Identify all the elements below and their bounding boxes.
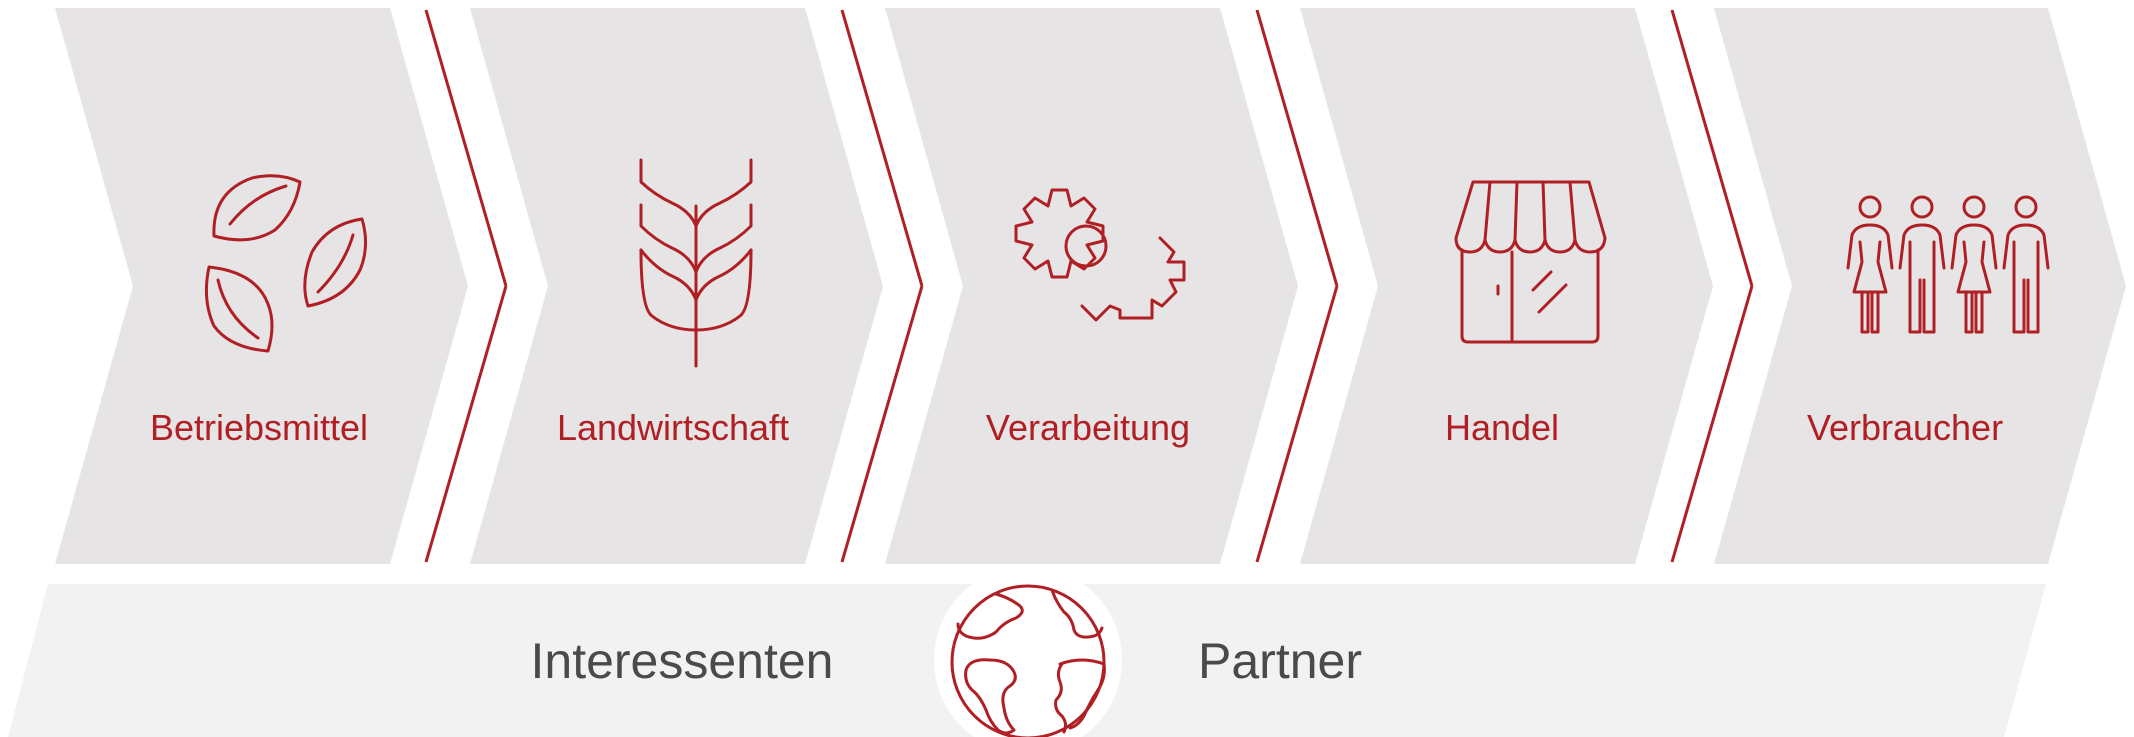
separator-line — [1670, 9, 1754, 287]
band-label-interessenten: Interessenten — [531, 633, 834, 689]
globe-icon — [934, 566, 1122, 737]
stage-handel — [1300, 8, 1754, 564]
stage-label-betriebsmittel: Betriebsmittel — [150, 407, 368, 448]
chevron-shape — [55, 8, 468, 564]
stage-label-verarbeitung: Verarbeitung — [986, 407, 1190, 448]
separator-line — [1255, 9, 1339, 287]
wheat-icon — [639, 158, 753, 368]
separator-line — [1255, 285, 1339, 563]
separator-line — [840, 285, 924, 563]
stage-label-landwirtschaft: Landwirtschaft — [557, 407, 789, 448]
gears-icon — [1014, 188, 1186, 322]
separator-line — [840, 9, 924, 287]
separator-line — [424, 9, 508, 287]
stage-verarbeitung — [885, 8, 1339, 564]
band-label-partner: Partner — [1198, 633, 1362, 689]
chevron-shape — [1300, 8, 1713, 564]
stage-label-handel: Handel — [1445, 407, 1559, 448]
separator-line — [1670, 285, 1754, 563]
chevron-shape — [885, 8, 1298, 564]
stage-label-verbraucher: Verbraucher — [1807, 407, 2003, 448]
people-icon — [1846, 195, 2050, 334]
stage-landwirtschaft — [470, 8, 924, 564]
chevron-shape — [470, 8, 883, 564]
seeds-icon — [204, 174, 367, 353]
separator-line — [424, 285, 508, 563]
shop-icon — [1454, 180, 1607, 344]
stage-betriebsmittel — [55, 8, 508, 564]
